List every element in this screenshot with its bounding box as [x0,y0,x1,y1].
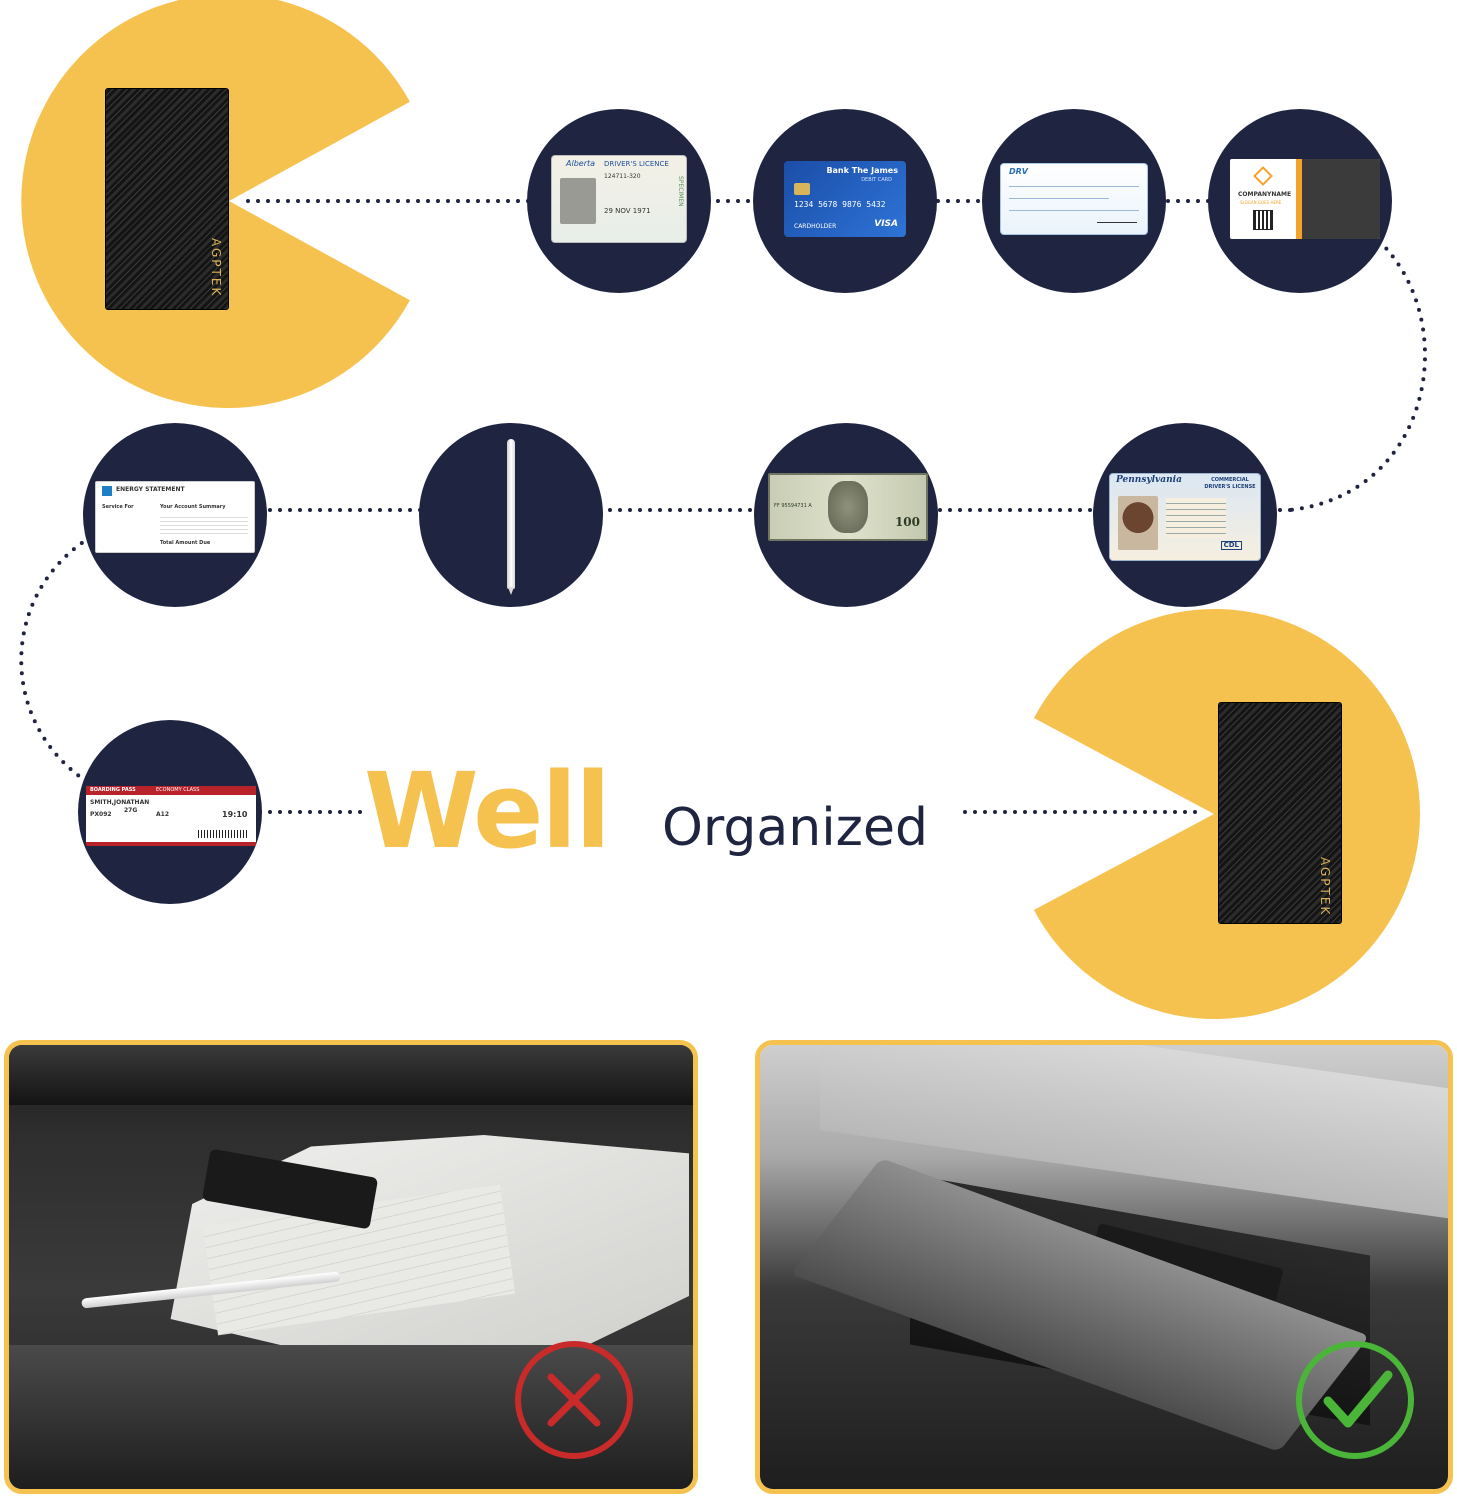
drivers-licence-card: Alberta DRIVER'S LICENCE 124711-320 29 N… [551,155,687,243]
card-bank: Bank The James [826,166,898,175]
banknote-value: 100 [894,515,920,529]
banknote: FF 95594731 A 100 [768,473,928,541]
licence-photo [560,178,596,224]
boarding-pass-class: ECONOMY CLASS [156,787,200,793]
licence-specimen: SPECIMEN [677,176,684,207]
licence-number: 124711-320 [604,173,641,180]
licence-dob: 29 NOV 1971 [604,207,651,215]
flight-number: PX092 [90,811,112,818]
business-card: COMPANYNAME SLOGAN GOES HERE [1230,159,1380,239]
before-photo [4,1040,698,1494]
wallet-image-top: AGPTEK [105,88,229,310]
licence-title: DRIVER'S LICENCE [604,160,669,168]
seat-number: 27G [124,807,138,814]
card-type: DEBIT CARD [861,177,892,183]
after-photo [755,1040,1453,1494]
check-logo: DRV [1009,167,1028,176]
glovebox-top-trim [9,1045,693,1105]
energy-statement: ENERGY STATEMENT Service For Your Accoun… [95,481,255,553]
card-holder: CARDHOLDER [794,223,837,230]
cdl-badge: CDL [1220,541,1242,550]
circle-business-card: COMPANYNAME SLOGAN GOES HERE [1208,109,1392,293]
wallet-image-bottom: AGPTEK [1218,702,1342,924]
brand-label: AGPTEK [1318,857,1332,917]
circle-banknote: FF 95594731 A 100 [754,423,938,607]
gate-number: A12 [156,811,169,818]
cdl-title: COMMERCIAL DRIVER'S LICENSE [1204,477,1256,490]
circle-check: DRV [982,109,1166,293]
company-slogan: SLOGAN GOES HERE [1240,200,1282,205]
circle-boarding-pass: BOARDING PASS ECONOMY CLASS SMITH,JONATH… [78,720,262,904]
boarding-pass: BOARDING PASS ECONOMY CLASS SMITH,JONATH… [86,786,256,846]
banknote-portrait [828,481,868,533]
headline-organized: Organized [662,798,928,858]
statement-total: Total Amount Due [160,540,211,546]
check-icon [1296,1341,1414,1459]
company-name: COMPANYNAME [1238,191,1292,198]
circle-credit-card: Bank The James DEBIT CARD 1234 5678 9876… [753,109,937,293]
business-card-stripe [1296,159,1302,239]
circle-cdl: Pennsylvania COMMERCIAL DRIVER'S LICENSE… [1093,423,1277,607]
credit-card: Bank The James DEBIT CARD 1234 5678 9876… [784,161,906,237]
glovebox-lid [9,1345,693,1489]
passenger-name: SMITH,JONATHAN [90,799,150,806]
circle-drivers-licence: Alberta DRIVER'S LICENCE 124711-320 29 N… [527,109,711,293]
boarding-time: 19:10 [222,810,248,819]
brand-label: AGPTEK [209,238,223,298]
boarding-pass-title: BOARDING PASS [90,787,136,793]
statement-title: ENERGY STATEMENT [116,486,185,493]
statement-service: Service For [102,504,134,510]
stylus-pen-image [507,439,515,589]
cdl-state: Pennsylvania [1116,475,1182,485]
statement-logo-icon [102,486,112,496]
circle-energy-statement: ENERGY STATEMENT Service For Your Accoun… [83,423,267,607]
circle-pen [419,423,603,607]
business-card-dark-half [1300,159,1380,239]
cross-icon [515,1341,633,1459]
headline-well: Well [364,750,611,872]
card-number: 1234 5678 9876 5432 [794,200,886,209]
statement-summary: Your Account Summary [160,504,226,510]
commercial-drivers-license: Pennsylvania COMMERCIAL DRIVER'S LICENSE… [1109,473,1261,561]
card-chip [794,183,810,195]
cdl-photo [1118,496,1158,550]
qr-code-icon [1253,210,1273,230]
stylus-pen-tip [508,587,514,595]
banknote-serial: FF 95594731 A [774,503,812,509]
company-logo-icon [1253,166,1273,186]
licence-script: Alberta [566,159,596,168]
boarding-barcode [198,830,248,838]
bank-check: DRV [1000,163,1148,235]
card-network: VISA [874,219,898,229]
